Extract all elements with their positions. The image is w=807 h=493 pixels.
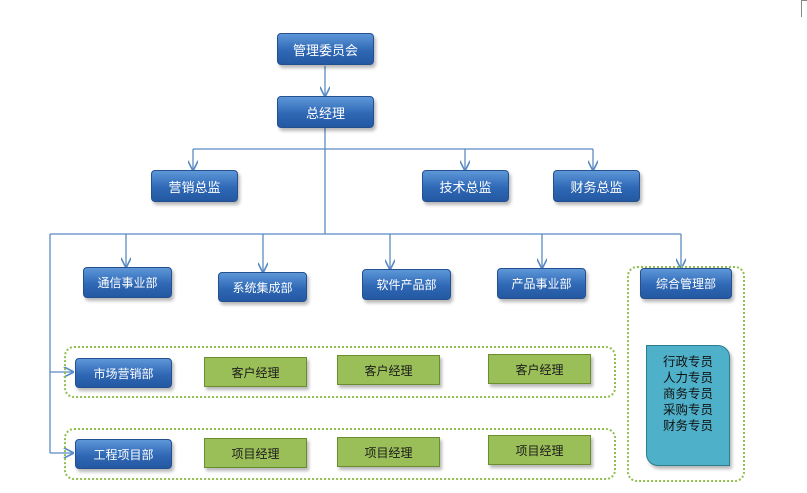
node-finance-director: 财务总监 xyxy=(553,170,640,202)
node-engineering-projects: 工程项目部 xyxy=(75,439,172,469)
staff-item: 行政专员 xyxy=(662,354,713,369)
engineering-group-frame xyxy=(64,428,616,480)
staff-item: 商务专员 xyxy=(662,386,713,401)
node-ceo: 总经理 xyxy=(277,96,374,128)
staff-list: 行政专员 人力专员 商务专员 采购专员 财务专员 xyxy=(646,345,730,466)
node-committee: 管理委员会 xyxy=(277,33,374,65)
corner-mark xyxy=(801,0,807,17)
node-tech-director: 技术总监 xyxy=(422,170,509,202)
staff-item: 采购专员 xyxy=(662,402,713,417)
node-telecom-division: 通信事业部 xyxy=(83,267,172,298)
account-manager: 客户经理 xyxy=(204,357,307,387)
general-management-group-frame xyxy=(627,266,745,482)
node-marketing-director: 营销总监 xyxy=(151,170,238,202)
project-manager: 项目经理 xyxy=(488,435,591,465)
node-system-integration: 系统集成部 xyxy=(218,272,307,302)
staff-item: 人力专员 xyxy=(662,370,713,385)
account-manager: 客户经理 xyxy=(488,354,591,384)
staff-item: 财务专员 xyxy=(662,418,713,433)
account-manager: 客户经理 xyxy=(337,355,440,385)
node-product-division: 产品事业部 xyxy=(497,268,586,299)
node-software-products: 软件产品部 xyxy=(362,269,451,300)
project-manager: 项目经理 xyxy=(337,437,440,467)
node-market-sales: 市场营销部 xyxy=(75,358,172,388)
sales-group-frame xyxy=(64,346,616,398)
node-general-management: 综合管理部 xyxy=(640,268,732,299)
project-manager: 项目经理 xyxy=(204,438,307,468)
